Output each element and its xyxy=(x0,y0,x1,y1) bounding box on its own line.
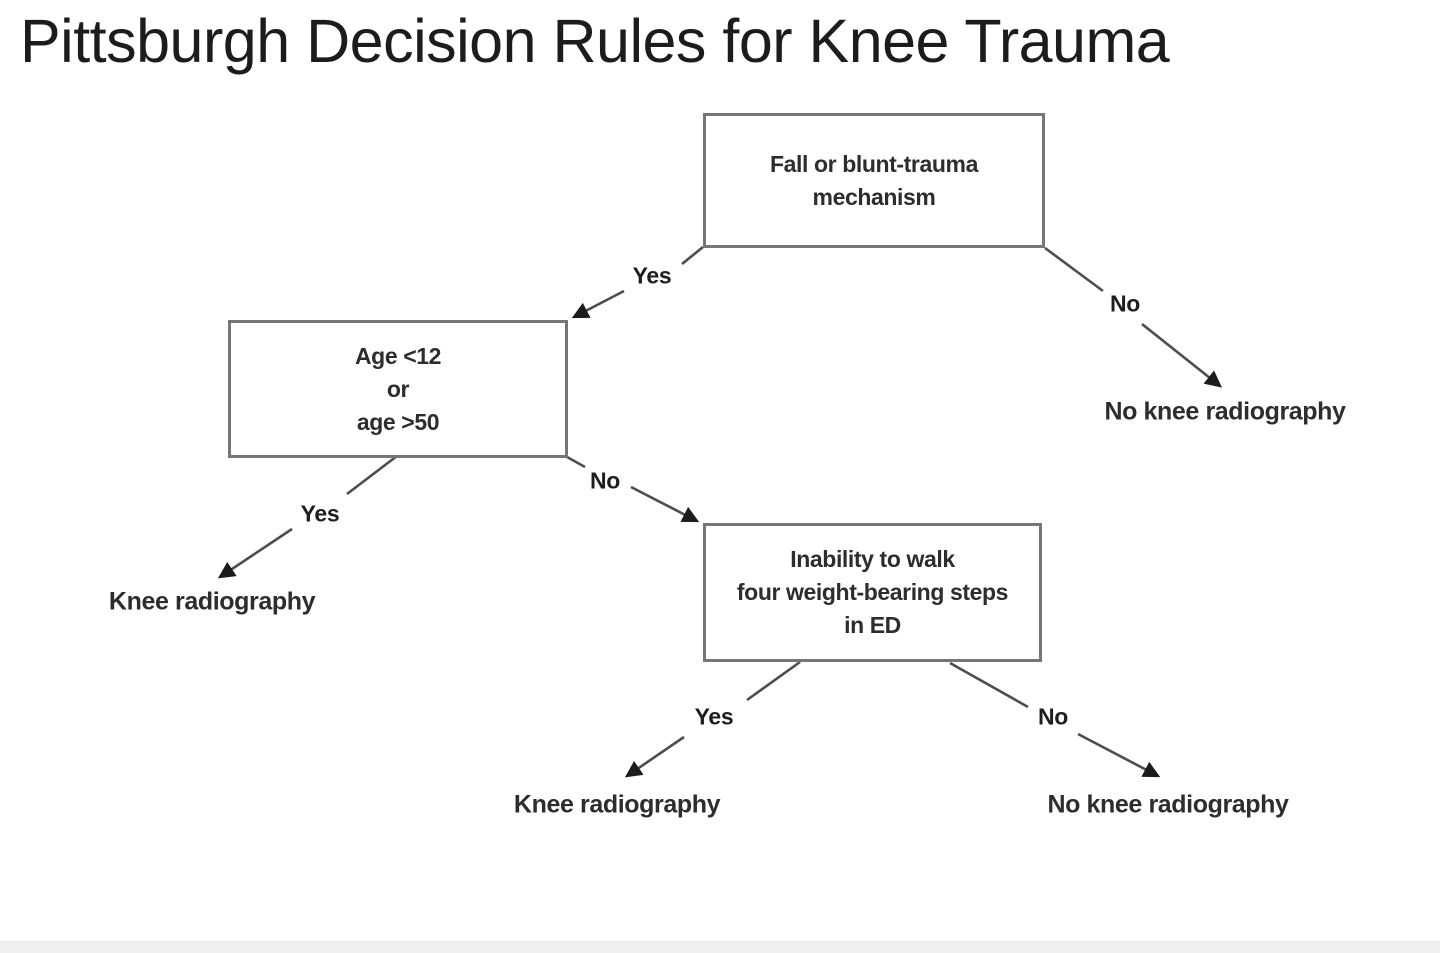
edge-walk-no-seg2 xyxy=(1077,732,1161,778)
edge-age-no-seg2 xyxy=(630,485,700,523)
edge-age-yes-seg2 xyxy=(217,527,293,579)
outcome-knee-radiography-left: Knee radiography xyxy=(108,587,316,616)
edge-label-age-yes: Yes xyxy=(300,500,340,527)
edge-label-mechanism-yes: Yes xyxy=(632,262,672,289)
edge-label-walk-yes: Yes xyxy=(694,703,734,730)
edge-age-no-seg1 xyxy=(566,455,586,469)
page-title: Pittsburgh Decision Rules for Knee Traum… xyxy=(20,7,1170,75)
decision-node-text-line: Fall or blunt-trauma xyxy=(770,150,978,177)
decision-node-text-line: Inability to walk xyxy=(790,546,955,572)
edge-walk-yes-seg1 xyxy=(746,660,801,702)
edge-walk-no-seg1 xyxy=(949,661,1029,709)
edge-age-yes-seg1 xyxy=(346,454,398,496)
edge-label-age-no: No xyxy=(589,467,621,494)
edge-mechanism-no-seg1 xyxy=(1044,246,1104,293)
edge-label-walk-no: No xyxy=(1037,703,1069,730)
decision-node-trauma-mechanism: Fall or blunt-trauma mechanism xyxy=(703,113,1045,248)
edge-walk-yes-seg2 xyxy=(624,735,685,778)
bottom-divider-strip xyxy=(0,941,1440,953)
decision-node-walk-steps: Inability to walk four weight-bearing st… xyxy=(703,523,1042,662)
outcome-knee-radiography-bottom: Knee radiography xyxy=(513,790,721,819)
edge-label-mechanism-no: No xyxy=(1109,290,1141,317)
decision-node-text-line: Age <12 xyxy=(354,342,442,369)
decision-node-text-line: in ED xyxy=(844,612,901,638)
decision-node-text-line: four weight-bearing steps xyxy=(736,579,1009,605)
edge-mechanism-yes-seg2 xyxy=(571,289,625,319)
edge-mechanism-no-seg2 xyxy=(1141,322,1222,388)
decision-node-text-line: age >50 xyxy=(356,408,440,435)
decision-node-text-line: or xyxy=(386,375,410,402)
edge-mechanism-yes-seg1 xyxy=(681,245,704,266)
outcome-no-knee-radiography-bottom: No knee radiography xyxy=(1047,790,1289,819)
outcome-no-knee-radiography-top: No knee radiography xyxy=(1104,397,1346,426)
decision-node-text-line: mechanism xyxy=(812,183,936,210)
decision-node-age: Age <12 or age >50 xyxy=(228,320,568,458)
